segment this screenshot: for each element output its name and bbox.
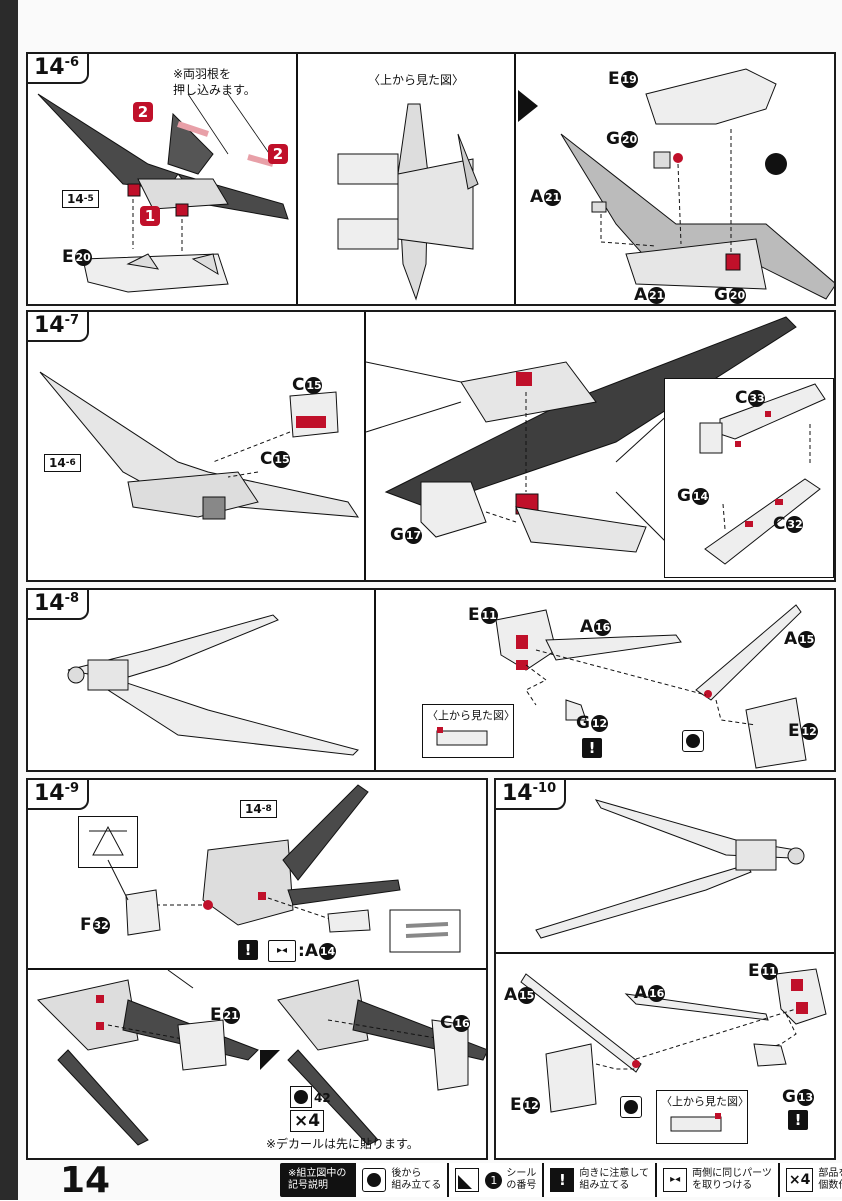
wing-c15-drawing <box>39 371 359 520</box>
blade-parts-drawing <box>495 604 807 769</box>
blade-head-drawing <box>107 784 461 953</box>
order-badge-1: 1 <box>140 206 160 226</box>
top-view-piece <box>436 727 488 746</box>
inset-drawing <box>699 383 826 565</box>
big-wing-drawing <box>365 316 797 553</box>
next-arrow <box>518 90 538 122</box>
sticker-number-icon <box>455 1168 480 1192</box>
top-view-caption: 〈上から見た図〉 <box>661 1095 749 1108</box>
symbol-legend: ※組立図中の 記号説明 後から 組み立てる 1 シール の番号 ! 向きに注意し… <box>280 1163 842 1197</box>
decal-note: ※デカールは先に貼ります。 <box>266 1137 419 1151</box>
divider <box>374 590 376 770</box>
sticker-number-icon <box>290 1086 312 1108</box>
wing-assembly-drawing <box>37 93 289 293</box>
legend-item-sticker: 1 シール の番号 <box>447 1163 543 1197</box>
divider <box>514 54 516 304</box>
top-view-caption: 〈上から見た図〉 <box>368 73 465 87</box>
blade-e21-drawing <box>37 969 486 1146</box>
legend-item-caution: ! 向きに注意して 組み立てる <box>542 1163 656 1197</box>
caution-icon: ! <box>238 940 258 960</box>
hole-icon <box>682 730 704 752</box>
step-label-14-7: 14-7 <box>28 312 90 342</box>
hole-icon <box>620 1096 642 1118</box>
note-push-wings: ※両羽根を 押し込みます。 <box>173 67 256 97</box>
sticker-number: 42 <box>314 1091 331 1105</box>
step-label-14-9: 14-9 <box>28 780 90 810</box>
order-badge-2: 2 <box>268 144 288 164</box>
divider <box>364 312 366 580</box>
page-number: 14 <box>60 1160 111 1201</box>
hole-icon <box>362 1168 387 1192</box>
step-label-14-10: 14-10 <box>496 780 567 810</box>
divider <box>496 952 834 954</box>
inset-f32-shape <box>78 816 138 868</box>
top-view-caption: 〈上から見た図〉 <box>427 709 515 722</box>
step-label-14-8: 14-8 <box>28 590 90 620</box>
order-badge-2: 2 <box>133 102 153 122</box>
inset-shape <box>89 825 127 856</box>
divider <box>28 968 486 970</box>
mirror-icon: ▸◂ <box>268 940 296 962</box>
legend-item-mirror: ▸◂ 両側に同じパーツ を取りつける <box>655 1163 778 1197</box>
blade-mirror-drawing <box>535 799 805 939</box>
caution-icon: ! <box>582 738 602 758</box>
blade-parts-mirror-drawing <box>520 968 827 1113</box>
inset-top-view: 〈上から見た図〉 <box>422 704 515 758</box>
count-icon: ×4 <box>785 1168 814 1192</box>
caution-icon: ! <box>550 1168 575 1192</box>
legend-head: ※組立図中の 記号説明 <box>288 1168 347 1191</box>
top-view-drawing <box>337 103 479 301</box>
step-label-14-6: 14-6 <box>28 54 90 84</box>
divider <box>296 54 298 304</box>
ref-step-14-5: 14-5 <box>62 190 99 208</box>
legend-item-count: ×4 部品を数値の 個数作ります <box>777 1163 842 1197</box>
mirror-icon: ▸◂ <box>663 1168 688 1192</box>
legend-item-later: 後から 組み立てる <box>354 1163 448 1197</box>
ref-step-14-8: 14-8 <box>240 800 277 818</box>
ref-step-14-6: 14-6 <box>44 454 81 472</box>
blade-open-drawing <box>67 614 359 756</box>
caution-icon: ! <box>788 1110 808 1130</box>
inset-top-view: 〈上から見た図〉 <box>656 1090 749 1144</box>
left-edge-bar <box>0 0 18 1200</box>
top-view-piece <box>670 1113 722 1132</box>
count-times-4: ×4 <box>290 1110 325 1132</box>
wing-body-drawing <box>560 68 834 300</box>
